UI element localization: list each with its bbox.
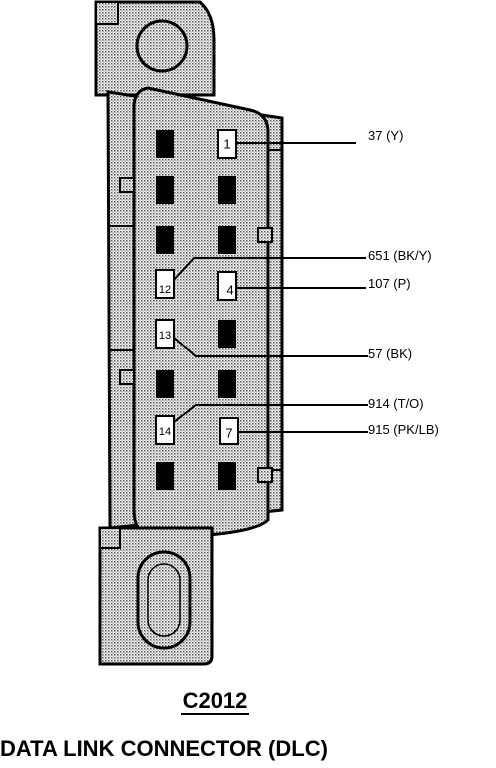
pin-4-number: 4 (226, 283, 233, 298)
pin-4 (217, 271, 237, 301)
cavity (218, 370, 236, 398)
wire-label-pin-7: 915 (PK/LB) (368, 422, 439, 437)
pin-13 (155, 319, 175, 349)
leader-lines (173, 142, 368, 433)
latch-right-lower (257, 467, 273, 483)
pin-7 (219, 417, 239, 445)
pin-14-number: 14 (159, 426, 171, 438)
cavity (156, 226, 174, 254)
wire-label-pin-1: 37 (Y) (368, 128, 403, 143)
cavity (156, 370, 174, 398)
cavity (218, 462, 236, 490)
leader-pin-13 (173, 337, 368, 357)
wire-label-pin-14: 914 (T/O) (368, 396, 424, 411)
connector-body (106, 86, 284, 540)
latch-right-upper (257, 227, 273, 243)
wire-label-pin-12: 651 (BK/Y) (368, 248, 432, 263)
cavity (218, 176, 236, 204)
pin-7-number: 7 (225, 426, 232, 441)
wire-label-pin-13: 57 (BK) (368, 346, 412, 361)
connector-title: DATA LINK CONNECTOR (DLC) (0, 736, 328, 761)
top-mounting-hole (135, 19, 189, 73)
cavity (156, 176, 174, 204)
pin-12-number: 12 (159, 284, 171, 296)
pin-12 (155, 269, 175, 299)
bottom-mounting-ear (98, 526, 214, 666)
cavity (218, 226, 236, 254)
connector-face (132, 86, 270, 540)
pin-1-number: 1 (223, 137, 230, 152)
cavity (156, 130, 174, 158)
pin-13-number: 13 (159, 330, 171, 342)
leader-pin-12 (173, 257, 366, 281)
pin-1 (217, 129, 237, 159)
top-mounting-ear (94, 0, 216, 97)
empty-cavities (156, 130, 236, 490)
populated-pins: 1 12 4 13 14 7 (155, 129, 239, 445)
bottom-mounting-slot (136, 550, 192, 650)
connector-id: C2012 (0, 688, 430, 715)
latch-left-upper (119, 177, 135, 193)
pin-14 (155, 415, 175, 445)
latch-left-lower (119, 369, 135, 385)
connector-id-text: C2012 (180, 688, 250, 715)
cavity (218, 320, 236, 348)
wire-labels: 37 (Y) 651 (BK/Y) 107 (P) 57 (BK) 914 (T… (368, 128, 439, 437)
wire-label-pin-4: 107 (P) (368, 276, 411, 291)
leader-pin-14 (173, 404, 368, 423)
cavity (156, 462, 174, 490)
side-latches (119, 177, 273, 483)
